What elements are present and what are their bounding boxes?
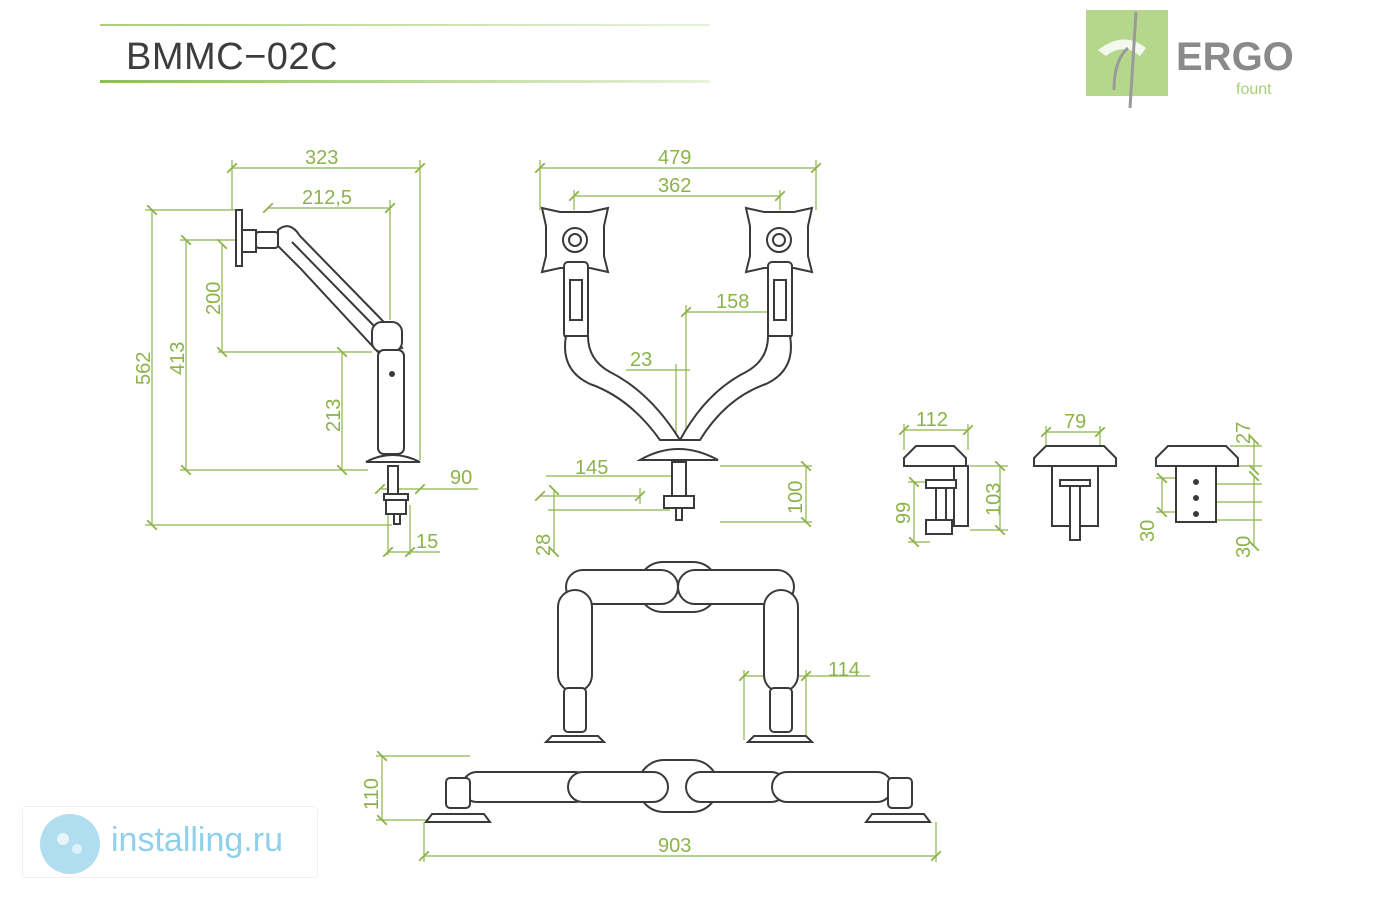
clamp-views bbox=[903, 445, 1239, 541]
watermark-text: installing.ru bbox=[111, 821, 283, 859]
dim-front-158: 158 bbox=[716, 291, 749, 313]
logo-wordmark: ERGO bbox=[1176, 35, 1294, 79]
dim-side-arm-reach: 212,5 bbox=[302, 187, 352, 209]
dimension-labels: 323 212,5 562 413 200 213 90 15 479 362 … bbox=[133, 147, 1255, 857]
dim-clamp-30a: 30 bbox=[1137, 520, 1159, 542]
dim-side-overall-width: 323 bbox=[305, 147, 338, 169]
dim-front-head-spacing: 362 bbox=[658, 175, 691, 197]
top-view-upper bbox=[543, 561, 815, 743]
dim-top-114: 114 bbox=[828, 659, 860, 681]
top-view-lower bbox=[424, 759, 932, 823]
dim-clamp-30b: 30 bbox=[1233, 536, 1255, 558]
watermark-logo-icon bbox=[40, 814, 100, 874]
watermark: installing.ru bbox=[22, 806, 318, 878]
dim-side-base-15: 15 bbox=[416, 531, 438, 553]
header-bottom-rule bbox=[100, 80, 710, 83]
dim-clamp-103: 103 bbox=[983, 483, 1005, 516]
ergofount-logo: ERGO fount bbox=[1084, 10, 1304, 110]
dim-clamp-99: 99 bbox=[893, 502, 915, 524]
dim-front-overall-width: 479 bbox=[658, 147, 691, 169]
dim-side-height-200: 200 bbox=[203, 282, 225, 315]
dim-side-total-height: 562 bbox=[133, 352, 155, 385]
dim-clamp-112: 112 bbox=[916, 409, 948, 431]
front-view bbox=[540, 206, 814, 521]
dim-top-903: 903 bbox=[658, 835, 691, 857]
dimension-lines bbox=[145, 160, 1262, 862]
dim-side-base-90: 90 bbox=[450, 467, 472, 489]
dim-front-23: 23 bbox=[630, 349, 652, 371]
side-view bbox=[235, 209, 421, 525]
dim-front-145: 145 bbox=[575, 457, 608, 479]
dim-front-100: 100 bbox=[785, 481, 807, 514]
dim-front-28: 28 bbox=[533, 534, 555, 556]
logo-subtext: fount bbox=[1236, 81, 1272, 98]
dim-top-110: 110 bbox=[361, 778, 383, 810]
dim-clamp-79: 79 bbox=[1064, 411, 1086, 433]
header-top-rule bbox=[100, 24, 710, 26]
dim-side-height-413: 413 bbox=[167, 342, 189, 375]
page-title: BMMC−02C bbox=[126, 36, 338, 78]
dim-side-height-213: 213 bbox=[323, 399, 345, 432]
dim-clamp-27: 27 bbox=[1233, 422, 1255, 444]
logo-badge bbox=[1086, 10, 1168, 96]
